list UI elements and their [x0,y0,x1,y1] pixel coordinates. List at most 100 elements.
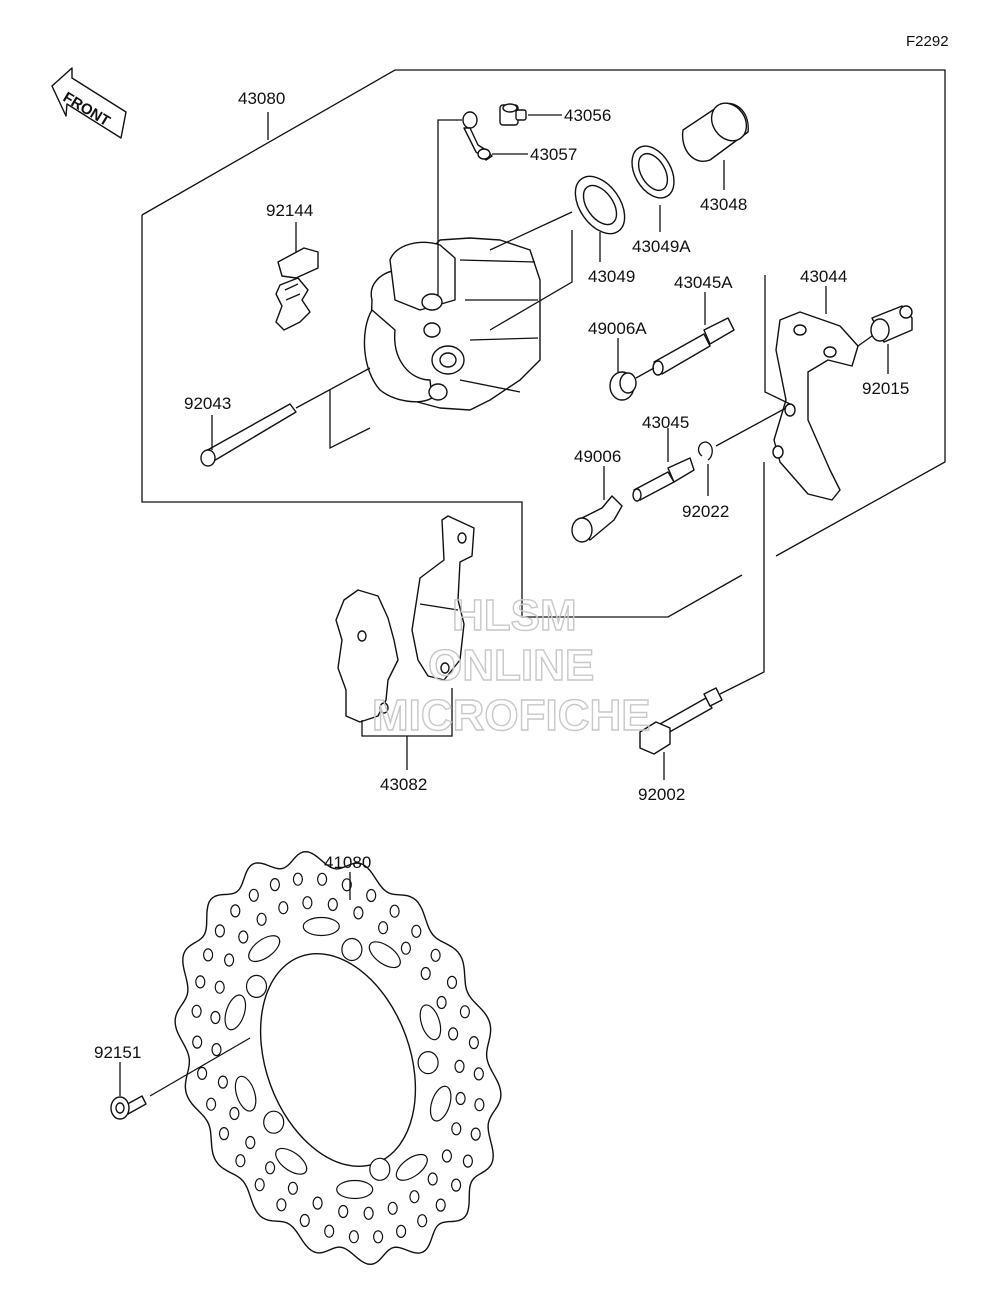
disc-hole [387,1201,398,1215]
disc-hole [389,904,400,918]
disc-hole [324,1224,335,1238]
disc-hole [473,1067,484,1081]
leader-sleeve-axis [857,335,873,347]
disc-hole [409,1190,420,1204]
disc-hole [448,1027,459,1041]
disc-hole [218,1126,230,1141]
disc-hole [254,1178,265,1192]
disc-hole [474,1098,485,1112]
disc-hole [211,1042,222,1057]
disc-hole [400,941,411,955]
part-43045a-slide-pin [652,317,735,376]
part-43045-slide-pin [632,457,695,502]
label-43056: 43056 [564,106,611,125]
disc-hole [210,1010,221,1025]
label-43045: 43045 [642,413,689,432]
label-43048: 43048 [700,195,747,214]
disc-hole [353,906,364,920]
label-92022: 92022 [682,502,729,521]
disc-hole [278,901,289,915]
label-43045A: 43045A [674,273,733,292]
disc-hole [195,975,206,989]
label-92144: 92144 [266,201,313,220]
label-43082: 43082 [380,775,427,794]
disc-hole [224,953,235,967]
disc-hole [269,877,280,892]
disc-hole [430,948,441,962]
leader-boot-axis [635,367,655,379]
disc-hole [427,1172,438,1186]
label-43044: 43044 [800,267,847,286]
part-43056-bleed-valve [499,103,527,126]
part-43044-bracket [772,311,859,501]
disc-cutout [395,1153,428,1181]
part-92043-pad-pin [200,403,297,467]
disc-hole [378,921,389,935]
disc-hole [245,1135,256,1150]
label-43057: 43057 [530,145,577,164]
part-92151-disc-bolt [110,1095,147,1120]
disc-hole [287,1181,298,1195]
watermark-line-3: MICROFICHE [372,691,651,740]
label-41080: 41080 [324,853,371,872]
disc-hole [363,1206,374,1220]
disc-hole [197,1066,208,1081]
disc-mount-hole [417,1050,439,1075]
disc-hole [338,1204,349,1219]
disc-hole [256,912,267,926]
figure-code: F2292 [906,33,949,50]
disc-hole [396,1224,407,1239]
disc-hole [192,1035,203,1049]
watermark: HLSM ONLINE MICROFICHE [371,590,651,740]
disc-hole [248,888,259,902]
disc-hole [238,930,249,944]
disc-hole [417,1214,428,1228]
part-92015-sleeve [870,305,913,343]
leader-bracket-axis [764,275,791,405]
disc-hole [373,1230,384,1244]
leader-bleed [437,119,462,295]
label-43080: 43080 [238,89,285,108]
caliper-body [363,237,541,411]
label-43049: 43049 [588,267,635,286]
disc-cutout [248,935,281,963]
part-43049a-seal [631,145,675,199]
disc-mount-hole [369,1157,391,1181]
disc-hole [206,1097,217,1111]
disc-cutout [275,1147,308,1175]
disc-hole [420,966,431,981]
disc-hole [459,1005,470,1019]
disc-hole [470,1127,481,1141]
disc-hole [217,1075,228,1089]
disc-hole [312,1196,323,1210]
part-43048-piston [681,102,749,162]
leader-circlip-axis [715,407,787,447]
part-43057-bleed-cap [462,111,493,161]
label-92043: 92043 [184,394,231,413]
disc-hole [451,1178,462,1192]
part-92022-circlip [697,441,713,461]
part-92144-pad-spring [275,247,319,331]
disc-hole [230,904,241,918]
disc-hole [462,1154,473,1168]
label-49006A: 49006A [588,319,647,338]
disc-hole [317,872,328,886]
disc-hole [348,1230,359,1244]
disc-hole [292,872,303,886]
disc-hole [299,1213,310,1228]
part-43082-brake-pads [335,515,475,723]
disc-cutout [419,1004,442,1041]
part-41080-brake-disc [174,851,502,1265]
disc-hole [446,975,458,990]
disc-hole [203,948,214,962]
disc-hole [411,924,422,938]
disc-hole [235,1154,246,1168]
disc-cutout [368,941,401,969]
disc-hole [436,995,447,1010]
disc-hole [302,896,313,910]
disc-hole [468,1035,479,1050]
label-92151: 92151 [94,1043,141,1062]
assembly-frame [141,69,946,618]
